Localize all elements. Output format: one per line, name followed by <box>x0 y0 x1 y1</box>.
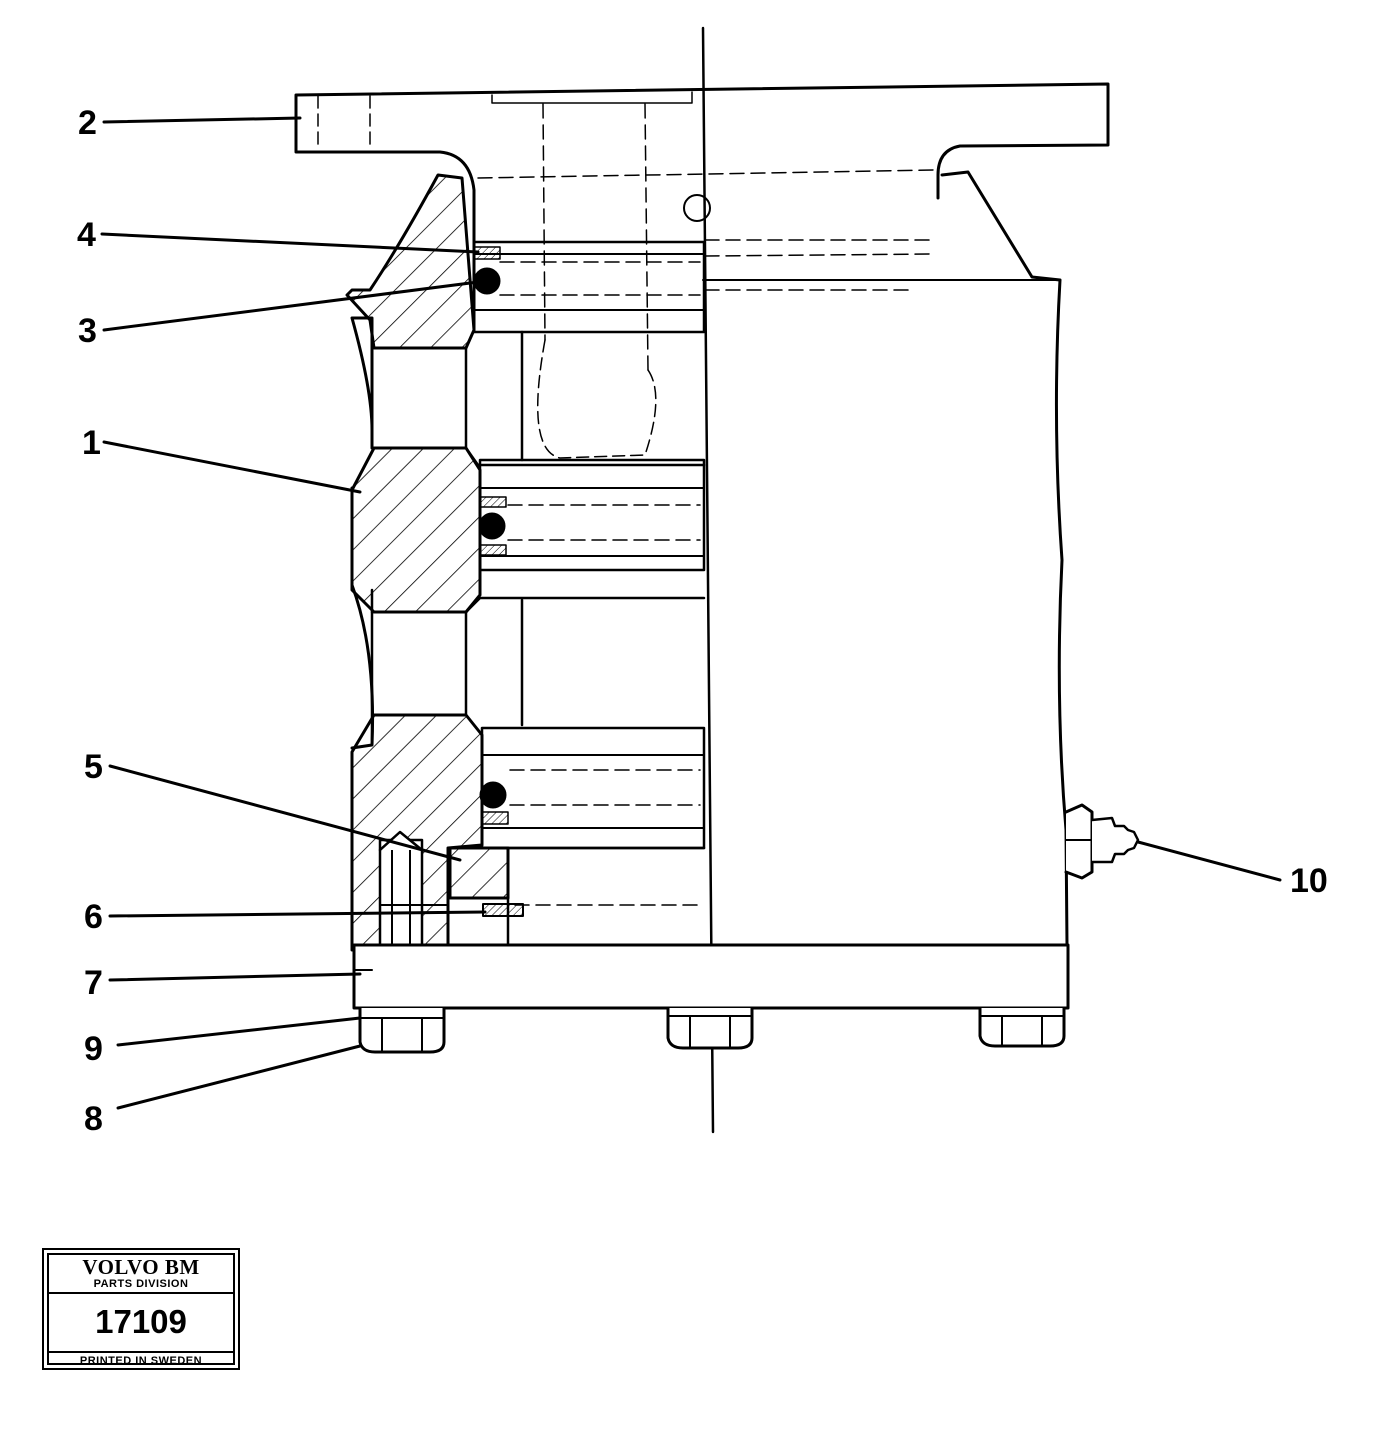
nut-right <box>978 1006 1066 1048</box>
leader-3 <box>102 280 480 332</box>
callout-9: 9 <box>84 1030 103 1068</box>
leader-1 <box>102 440 362 494</box>
stamp-brand: VOLVO BM <box>82 1255 200 1279</box>
pin <box>482 903 524 917</box>
stamp-division: PARTS DIVISION <box>93 1278 189 1290</box>
nut-center <box>666 1006 754 1050</box>
bottom-plate <box>352 943 1070 1010</box>
right-housing <box>940 170 1069 947</box>
middle-housing-section <box>350 446 482 614</box>
upper-housing-section <box>345 173 476 350</box>
left-wall <box>350 316 375 750</box>
callout-labels: 2 4 3 1 5 6 7 9 8 10 <box>77 104 1328 1138</box>
leader-10 <box>1136 840 1282 882</box>
callout-4: 4 <box>77 216 96 254</box>
leader-5 <box>108 764 462 862</box>
callout-5: 5 <box>84 748 103 786</box>
top-flange <box>294 82 1110 332</box>
callout-2: 2 <box>78 104 97 142</box>
stamp-divider-top <box>49 1292 233 1294</box>
stamp-divider-bottom <box>49 1351 233 1353</box>
callout-1: 1 <box>82 424 101 462</box>
callout-7: 7 <box>84 964 103 1002</box>
grease-nipple <box>1064 803 1140 880</box>
callout-8: 8 <box>84 1100 103 1138</box>
leader-2 <box>102 116 302 124</box>
callout-6: 6 <box>84 898 103 936</box>
leader-4 <box>100 232 480 254</box>
stamp-drawing-number: 17109 <box>95 1303 187 1340</box>
stamp-printed: PRINTED IN SWEDEN <box>79 1355 203 1367</box>
block <box>448 846 510 900</box>
leader-9 <box>116 1016 362 1047</box>
parts-division-stamp: VOLVO BM PARTS DIVISION 17109 PRINTED IN… <box>42 1248 240 1370</box>
callout-3: 3 <box>78 312 97 350</box>
nut-left <box>358 1006 446 1054</box>
leader-6 <box>108 910 487 918</box>
leader-7 <box>108 972 362 982</box>
leader-8 <box>116 1044 362 1110</box>
callout-10: 10 <box>1290 862 1328 900</box>
stud-bolt <box>378 838 424 952</box>
